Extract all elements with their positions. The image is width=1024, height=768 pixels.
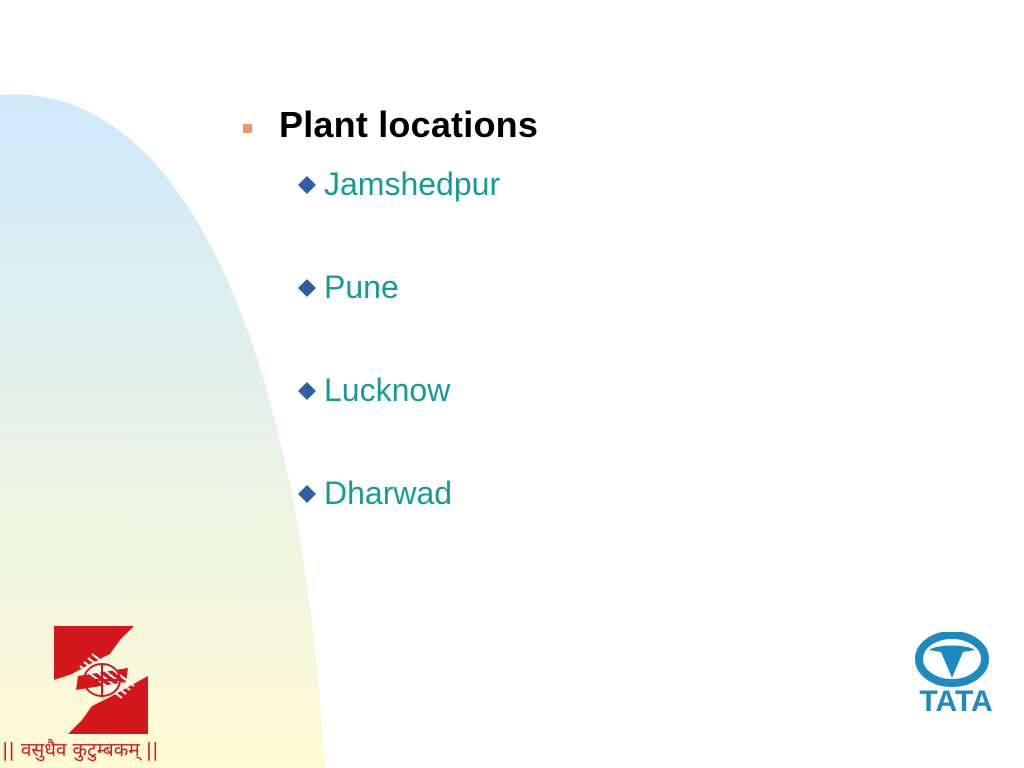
diamond-bullet-icon: [298, 278, 316, 297]
location-label: Dharwad: [324, 475, 453, 511]
slide-title-row: Plant locations: [243, 104, 538, 146]
location-item: Lucknow: [296, 372, 450, 409]
sanskrit-motto: || वसुधैव कुटुम्बकम् ||: [2, 739, 159, 761]
location-label: Jamshedpur: [324, 166, 501, 202]
diamond-bullet-icon: [298, 381, 316, 400]
tata-steel-emblem-icon: [54, 626, 148, 734]
location-label: Lucknow: [324, 372, 451, 408]
location-item: Jamshedpur: [296, 166, 500, 203]
location-item: Pune: [296, 269, 399, 306]
diamond-bullet-icon: [298, 175, 316, 194]
square-bullet-icon: [243, 123, 252, 133]
slide-title: Plant locations: [279, 104, 539, 145]
diamond-bullet-icon: [298, 484, 316, 503]
location-label: Pune: [324, 269, 399, 305]
location-item: Dharwad: [296, 475, 452, 512]
tata-logo-text: TATA: [919, 685, 992, 716]
tata-logo-icon: TATA: [915, 632, 993, 716]
